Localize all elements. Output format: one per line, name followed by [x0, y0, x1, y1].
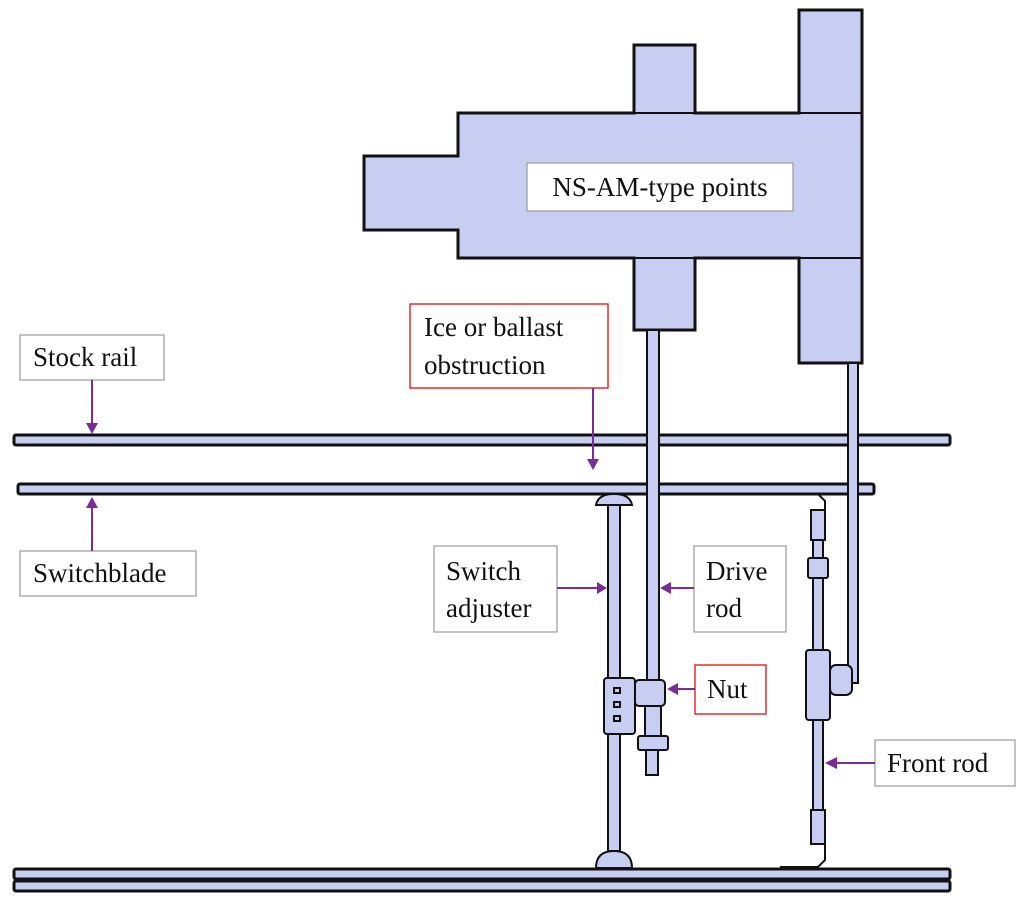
front-rod-upper-clevis: [810, 509, 826, 541]
drive-rod-label-box: [693, 545, 787, 633]
adjuster-bottom-bracket: [594, 849, 634, 869]
obstruction-label: Ice or ballast obstruction: [409, 303, 609, 389]
switch-adjuster-label-line-1: Switch: [446, 556, 522, 586]
obstruction-arrow: [587, 388, 599, 470]
nut-label-box: [694, 664, 767, 715]
front-rod-joint: [805, 649, 831, 721]
front-rod-arrow: [825, 757, 875, 769]
front-rod-label-text: Front rod: [887, 748, 989, 778]
switch-adjuster-label-line-2: adjuster: [446, 593, 531, 623]
front-rod-housing-link: [847, 362, 859, 684]
drive-rod-end: [645, 749, 659, 776]
drive-rod-shaft: [646, 329, 660, 681]
stock-rail-label-box: [19, 334, 165, 381]
front-rod-top-bracket: [780, 493, 826, 510]
drive-rod-label: Drive rod: [693, 545, 787, 633]
drive-rod-lower: [644, 705, 662, 737]
drive-rod-label-line-1: Drive: [706, 556, 767, 586]
switch-adjuster-arrow: [557, 582, 607, 594]
drive-rod: [637, 329, 669, 776]
adjuster-slot-2: [613, 701, 621, 708]
machine-label: NS-AM-type points: [526, 162, 794, 212]
switchblade-label-box: [19, 550, 197, 597]
nut-arrow: [667, 683, 695, 695]
machine-label-box: [526, 162, 794, 212]
stock-rail-arrow: [86, 380, 98, 434]
adjuster-slot-1: [613, 687, 621, 694]
front-rod-label: Front rod: [874, 739, 1016, 787]
front-rod-lower: [812, 719, 824, 811]
nut-housing: [634, 679, 666, 707]
adjuster-slot-3: [613, 715, 621, 722]
stock-rail-label-text: Stock rail: [33, 342, 137, 372]
front-rod-upper: [812, 539, 824, 559]
front-rod: [780, 362, 859, 868]
stock-rail-label: Stock rail: [19, 334, 165, 381]
switch-adjuster: [594, 492, 666, 869]
adjuster-top-bracket: [594, 492, 634, 506]
switchblade-label: Switchblade: [19, 550, 197, 597]
obstruction-label-box: [409, 303, 609, 389]
stock-rail: [12, 433, 952, 447]
switch-adjuster-label: Switch adjuster: [433, 545, 558, 633]
front-rod-middle: [812, 577, 824, 651]
machine-label-text: NS-AM-type points: [552, 172, 767, 202]
front-rod-joint-arm: [829, 664, 853, 696]
switchblade-rail: [16, 482, 876, 496]
switchblade-label-text: Switchblade: [33, 558, 166, 588]
nut-label: Nut: [694, 664, 767, 715]
front-rod-upper-collar: [807, 557, 829, 579]
obstruction-label-line-2: obstruction: [424, 350, 546, 380]
drive-rod-arrow: [660, 582, 694, 594]
obstruction-label-line-1: Ice or ballast: [424, 312, 564, 342]
front-rod-lower-clevis: [810, 809, 826, 845]
switchblade-arrow: [86, 497, 98, 551]
drive-rod-label-line-2: rod: [706, 593, 742, 623]
front-rod-bottom-bracket: [780, 844, 826, 868]
nut-collar: [637, 735, 669, 751]
switch-adjuster-label-box: [433, 545, 558, 633]
nut-label-text: Nut: [707, 674, 748, 704]
front-rod-label-box: [874, 739, 1016, 787]
lower-rail-top: [12, 867, 952, 881]
lower-rail-bottom: [12, 879, 952, 893]
